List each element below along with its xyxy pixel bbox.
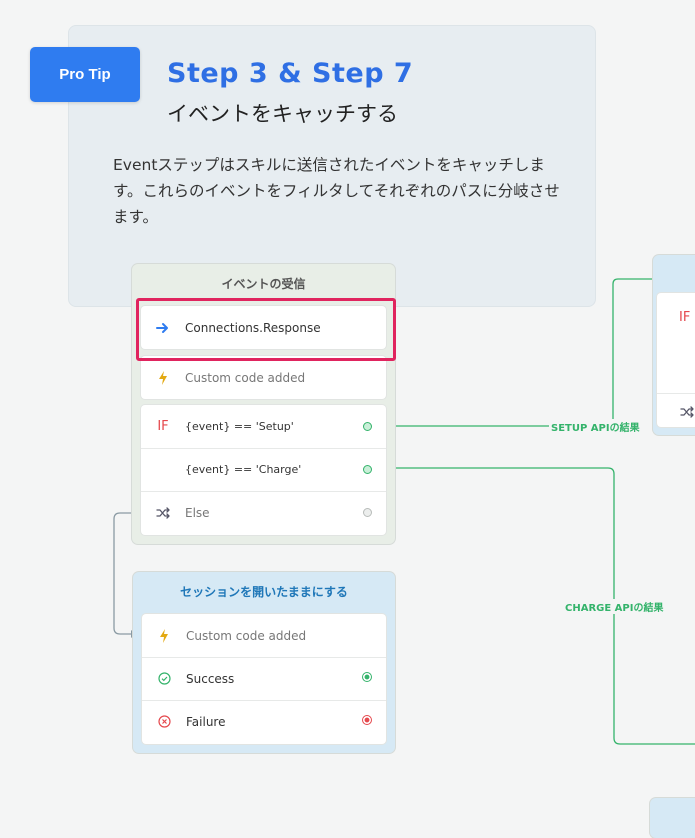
event-code-card[interactable]: Custom code added bbox=[141, 356, 386, 399]
success-port[interactable] bbox=[362, 672, 372, 682]
shuffle-icon bbox=[141, 506, 185, 519]
shuffle-icon bbox=[680, 403, 694, 422]
setup-port[interactable] bbox=[363, 422, 372, 431]
highlight-box bbox=[136, 298, 396, 361]
setup-result-node[interactable]: IF bbox=[653, 255, 695, 435]
failure-port[interactable] bbox=[362, 715, 372, 725]
session-node-header: セッションを開いたままにする bbox=[180, 584, 348, 599]
check-circle-icon bbox=[142, 672, 186, 685]
charge-connection-label: CHARGE APIの結果 bbox=[563, 599, 666, 614]
event-code-label: Custom code added bbox=[185, 370, 306, 385]
lightning-icon bbox=[141, 370, 185, 385]
arrow-right-icon bbox=[141, 322, 185, 334]
else-connector bbox=[113, 512, 145, 635]
charge-port[interactable] bbox=[363, 465, 372, 474]
conditions-card[interactable]: IF {event} == 'Setup' {event} == 'Charge… bbox=[141, 405, 386, 535]
condition-row-else[interactable]: Else bbox=[141, 491, 386, 534]
if-label: IF bbox=[157, 419, 169, 434]
session-node[interactable]: セッションを開いたままにする Custom code added Success… bbox=[133, 572, 395, 753]
error-circle-icon bbox=[142, 715, 186, 728]
event-node[interactable]: イベントの受信 Connections.Response Custom code… bbox=[132, 264, 395, 544]
setup-result-card[interactable]: IF bbox=[657, 293, 695, 427]
pro-tip-card bbox=[68, 25, 596, 307]
trigger-card[interactable]: Connections.Response bbox=[141, 306, 386, 349]
setup-connector bbox=[386, 278, 652, 427]
failure-row[interactable]: Failure bbox=[142, 700, 386, 743]
tip-title: Step 3 & Step 7 bbox=[167, 58, 414, 89]
charge-result-node[interactable] bbox=[650, 798, 695, 838]
lightning-icon bbox=[142, 628, 186, 643]
condition-setup-label: {event} == 'Setup' bbox=[185, 420, 294, 433]
success-row[interactable]: Success bbox=[142, 657, 386, 700]
failure-label: Failure bbox=[186, 714, 226, 729]
trigger-label: Connections.Response bbox=[185, 320, 321, 335]
condition-row-charge[interactable]: {event} == 'Charge' bbox=[141, 448, 386, 491]
condition-row-setup[interactable]: IF {event} == 'Setup' bbox=[141, 405, 386, 448]
session-code-row[interactable]: Custom code added bbox=[142, 614, 386, 657]
pro-tip-badge: Pro Tip bbox=[30, 47, 140, 102]
session-card[interactable]: Custom code added Success Failure bbox=[142, 614, 386, 744]
right-if-label: IF bbox=[679, 310, 691, 325]
tip-body: Eventステップはスキルに送信されたイベントをキャッチします。これらのイベント… bbox=[113, 156, 560, 226]
tip-subtitle: イベントをキャッチする bbox=[167, 102, 398, 126]
session-code-label: Custom code added bbox=[186, 628, 307, 643]
setup-connection-label: SETUP APIの結果 bbox=[549, 419, 642, 434]
event-node-header: イベントの受信 bbox=[221, 276, 306, 291]
else-label: Else bbox=[185, 505, 210, 520]
else-port[interactable] bbox=[363, 508, 372, 517]
condition-charge-label: {event} == 'Charge' bbox=[185, 463, 302, 476]
success-label: Success bbox=[186, 671, 235, 686]
